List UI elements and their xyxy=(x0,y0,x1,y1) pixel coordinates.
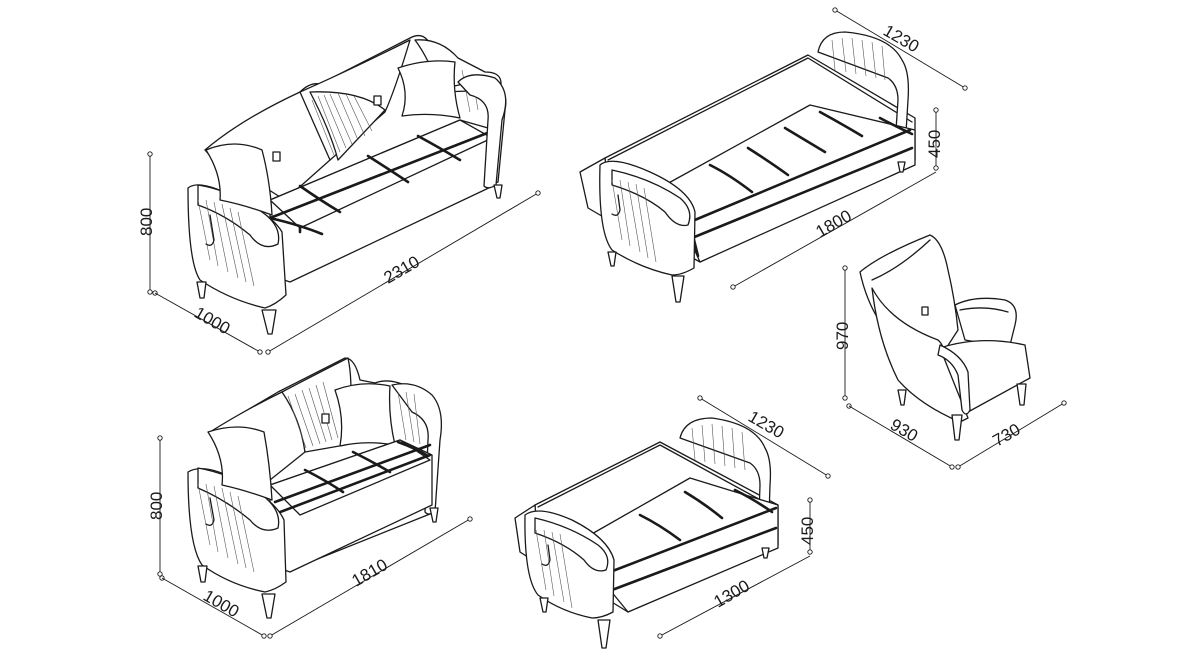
dim-width-label: 2310 xyxy=(381,252,423,287)
dim-depth-label: 1000 xyxy=(200,586,242,621)
dim-width-label: 1800 xyxy=(813,206,855,241)
dim-depth-label: 930 xyxy=(887,415,921,446)
dim-width-label: 1300 xyxy=(711,576,753,611)
dim-width-label: 730 xyxy=(990,420,1024,451)
sofa-bed-three-seat-drawing xyxy=(579,31,916,303)
dim-seat-height-label: 450 xyxy=(925,130,944,158)
dim-height-label: 800 xyxy=(137,208,156,236)
sofa-three-seat-drawing xyxy=(187,34,507,335)
dim-width-label: 1810 xyxy=(349,555,391,590)
sofa-bed-two-seat-drawing xyxy=(514,417,779,649)
dim-height-label: 970 xyxy=(833,322,852,350)
sofa-two-seat-drawing xyxy=(187,357,443,619)
dim-height-label: 800 xyxy=(147,492,166,520)
armchair-drawing xyxy=(859,234,1031,441)
dim-seat-height-label: 450 xyxy=(798,517,817,545)
